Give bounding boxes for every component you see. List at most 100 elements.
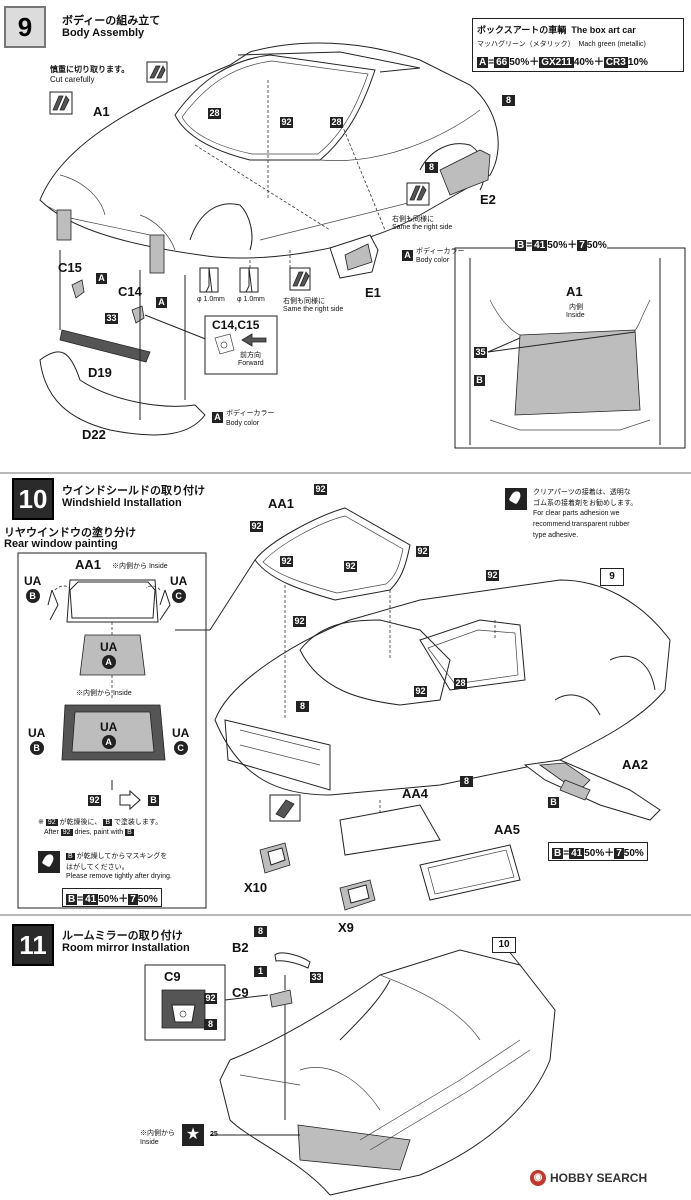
inset9-num-35: 35 (474, 347, 487, 358)
rear-mask-jp2: はがしてください。 (66, 864, 129, 871)
inset9-7: 7 (577, 240, 587, 251)
part-c14-shape (131, 305, 145, 324)
part-d22-shape (39, 351, 206, 436)
boxart-color-jp: マッハグリーン（メタリック） (477, 41, 575, 48)
ua-a-mid: UA A (100, 640, 117, 669)
ua-b-left-bottom: UA B (28, 726, 45, 755)
ua-label-2: UA (170, 574, 188, 588)
rear-formula-41: 41 (83, 894, 99, 905)
inset9-p1: 50%＋ (547, 240, 578, 251)
rear-dry-92b: 92 (60, 829, 73, 836)
boxart-title-en: The box art car (571, 25, 636, 35)
inset9-a1-label: A1 (566, 284, 583, 299)
s11-inside-en: Inside (140, 1139, 159, 1146)
rear-formula-p1: 50%＋ (98, 894, 129, 905)
rear-dry-en2: dries, paint with (74, 829, 124, 836)
ua-a-circle-2: A (101, 735, 116, 749)
step10-title-jp: ウインドシールドの取り付け (62, 485, 205, 497)
step10-note-en3: type adhesive. (533, 532, 579, 539)
s10-num-28: 28 (454, 678, 467, 689)
color-a-box-3: A (156, 297, 167, 308)
rear-formula-p2: 50% (137, 894, 158, 905)
s11-inside-jp: ※内側から (140, 1130, 175, 1137)
color-a-box-2: A (96, 273, 107, 284)
body-color-en-2: Body color (226, 420, 260, 427)
s10-formula-p1: 50%＋ (584, 848, 615, 859)
rear-mask-jp1: が乾燥してからマスキングを (76, 853, 168, 860)
step10-title-en: Windshield Installation (62, 497, 182, 509)
step9-title-en: Body Assembly (62, 27, 145, 39)
s10-num-92g: 92 (293, 616, 306, 627)
rear-mask-b: B (66, 853, 75, 860)
s11-num-8a: 8 (254, 926, 267, 937)
s10-num-8b: 8 (460, 776, 473, 787)
rear-dry-92: 92 (45, 819, 58, 826)
body-color-jp-2: ボディーカラー (226, 410, 275, 417)
c14c15-title: C14,C15 (212, 318, 260, 332)
rear-formula-7: 7 (128, 894, 138, 905)
step11-car-body (219, 939, 556, 1196)
ua-label-6: UA (172, 726, 190, 740)
num-8b: 8 (425, 162, 438, 173)
rear-inside-note: ※内側から Inside (112, 563, 168, 570)
rear-num-92: 92 (88, 795, 101, 806)
part-aa4-label: AA4 (402, 786, 429, 801)
step-number-11: 11 (12, 924, 54, 966)
ua-a-circle-1: A (101, 655, 116, 669)
s11-num-33: 33 (310, 972, 323, 983)
boxart-cr: CR3 (603, 57, 628, 68)
rear-formula-b: B (66, 894, 78, 905)
part-d19-shape (59, 329, 151, 363)
inset9-inside-en: Inside (566, 312, 585, 319)
rear-dry-jp: ※ 92 が乾燥後に、 B で塗装します。 (38, 819, 163, 826)
rear-inside-note2: ※内側から Inside (76, 690, 132, 697)
step11-title-en: Room mirror Installation (62, 942, 190, 954)
s10-formula-b: B (552, 848, 564, 859)
s10-num-92f: 92 (486, 570, 499, 581)
ua-label-4: UA (100, 720, 118, 734)
boxart-eq: = (488, 57, 495, 68)
step11-title-jp: ルームミラーの取り付け (62, 930, 183, 942)
cut-note-jp: 慎重に切り取ります。 (50, 65, 130, 74)
ua-b-circle-2: B (29, 741, 44, 755)
step-number-9: 9 (4, 6, 46, 48)
step10-note-jp1: クリアパーツの接着は、透明な (533, 489, 631, 496)
inset9-p2: 50% (586, 240, 607, 251)
part-e1-label: E1 (365, 285, 381, 300)
ua-c-circle-1: C (171, 589, 186, 603)
same-right2-en: Same the right side (283, 306, 344, 313)
num-28a: 28 (208, 108, 221, 119)
num-33: 33 (105, 313, 118, 324)
rear-dry-jp2: で塗装します。 (113, 819, 163, 826)
num-92: 92 (280, 117, 293, 128)
glue-icon (505, 488, 527, 510)
part-aa1-label: AA1 (268, 496, 295, 511)
s10-num-92h: 92 (414, 686, 427, 697)
drill-icons (199, 267, 259, 293)
ua-label-1: UA (24, 574, 42, 588)
part-aa5-shape (419, 844, 521, 901)
step-number-10: 10 (12, 478, 54, 520)
forward-jp: 前方向 (240, 352, 261, 359)
rear-dry-jp1: が乾燥後に、 (59, 819, 102, 826)
step9-title-jp: ボディーの組み立て (62, 15, 161, 27)
cut-icons (49, 61, 430, 291)
s10-num-92d: 92 (280, 556, 293, 567)
s11-num-25: 25 (210, 1131, 218, 1138)
inset9-41: 41 (532, 240, 548, 251)
watermark-brand: HOBBY SEARCH (550, 1171, 648, 1185)
aa2-b-box: B (548, 797, 559, 808)
step9-car-body (39, 42, 499, 280)
s10-num-92a: 92 (314, 484, 327, 495)
step10-note-en1: For clear parts adhesion we (533, 510, 620, 517)
s10-num-92e: 92 (344, 561, 357, 572)
rear-mask-jp: B が乾燥してからマスキングを (66, 851, 167, 861)
part-b2-shape (274, 952, 311, 969)
s11-num-10: 10 (492, 937, 516, 953)
s10-num-9: 9 (600, 568, 624, 586)
ua-a-bottom: UA A (100, 720, 117, 749)
c9-inset-label: C9 (164, 969, 181, 984)
part-x10-label: X10 (244, 880, 268, 895)
inset9-inside-jp: 内側 (569, 304, 583, 311)
